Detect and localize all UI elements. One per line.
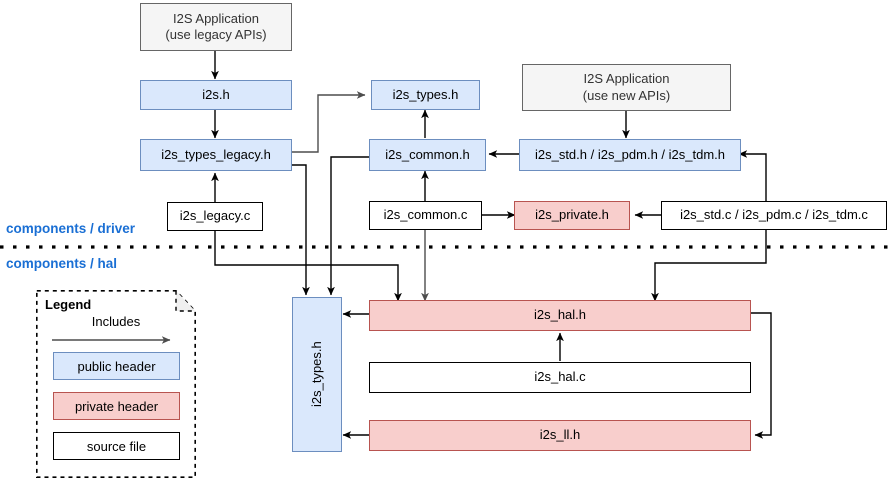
node-i2s-hal-h[interactable]: i2s_hal.h bbox=[369, 300, 751, 331]
legend-item-private-header: private header bbox=[53, 392, 180, 420]
legend-frame bbox=[36, 290, 196, 478]
legend-includes-arrow-icon bbox=[52, 336, 171, 344]
node-i2s-std-h[interactable]: i2s_std.h / i2s_pdm.h / i2s_tdm.h bbox=[519, 139, 741, 171]
node-i2s-hal-h-label: i2s_hal.h bbox=[533, 307, 587, 323]
node-i2s-h[interactable]: i2s.h bbox=[140, 80, 292, 110]
node-i2s-types-h-hal-label: i2s_types.h bbox=[308, 341, 324, 408]
node-i2s-ll-h[interactable]: i2s_ll.h bbox=[369, 420, 751, 451]
node-app-legacy-line1: I2S Application bbox=[172, 10, 259, 26]
node-i2s-legacy-c-label: i2s_legacy.c bbox=[179, 208, 251, 224]
node-i2s-types-h[interactable]: i2s_types.h bbox=[371, 80, 480, 110]
legend-title: Legend bbox=[45, 297, 92, 312]
legend-includes-label: Includes bbox=[91, 314, 141, 329]
node-i2s-types-legacy-h[interactable]: i2s_types_legacy.h bbox=[140, 139, 292, 171]
node-app-new-line2: (use new APIs) bbox=[582, 87, 671, 103]
node-i2s-std-c-label: i2s_std.c / i2s_pdm.c / i2s_tdm.c bbox=[680, 207, 868, 223]
node-i2s-common-h-label: i2s_common.h bbox=[385, 146, 470, 162]
legend: Legend Includes public header private he… bbox=[36, 290, 196, 478]
node-app-new-line1: I2S Application bbox=[583, 71, 670, 87]
node-app-legacy-line2: (use legacy APIs) bbox=[165, 27, 267, 42]
node-app-new[interactable]: I2S Application (use new APIs) bbox=[522, 64, 731, 111]
zone-label-driver: components / driver bbox=[6, 221, 136, 236]
node-i2s-std-h-label: i2s_std.h / i2s_pdm.h / i2s_tdm.h bbox=[534, 146, 726, 162]
node-i2s-ll-h-label: i2s_ll.h bbox=[539, 427, 581, 443]
node-app-legacy[interactable]: I2S Application (use legacy APIs) bbox=[140, 3, 292, 51]
legend-item-public-header: public header bbox=[53, 352, 180, 380]
node-i2s-common-h[interactable]: i2s_common.h bbox=[369, 139, 486, 171]
node-i2s-hal-c-label: i2s_hal.c bbox=[534, 369, 586, 385]
legend-item-public-header-label: public header bbox=[77, 358, 156, 374]
node-i2s-h-label: i2s.h bbox=[202, 86, 230, 102]
node-i2s-std-c[interactable]: i2s_std.c / i2s_pdm.c / i2s_tdm.c bbox=[661, 201, 887, 230]
node-i2s-hal-c[interactable]: i2s_hal.c bbox=[369, 362, 751, 393]
node-i2s-common-c-label: i2s_common.c bbox=[383, 207, 468, 223]
node-i2s-private-h[interactable]: i2s_private.h bbox=[514, 201, 630, 230]
node-i2s-legacy-c[interactable]: i2s_legacy.c bbox=[167, 202, 263, 231]
legend-item-source-file: source file bbox=[53, 432, 180, 460]
node-i2s-types-h-label: i2s_types.h bbox=[392, 86, 459, 102]
legend-item-private-header-label: private header bbox=[74, 398, 159, 414]
node-i2s-private-h-label: i2s_private.h bbox=[535, 207, 609, 223]
node-i2s-types-h-hal[interactable]: i2s_types.h bbox=[292, 297, 342, 452]
node-i2s-common-c[interactable]: i2s_common.c bbox=[369, 201, 482, 230]
legend-item-source-file-label: source file bbox=[86, 438, 147, 454]
node-i2s-types-legacy-h-label: i2s_types_legacy.h bbox=[161, 146, 271, 162]
zone-label-hal: components / hal bbox=[6, 256, 118, 271]
